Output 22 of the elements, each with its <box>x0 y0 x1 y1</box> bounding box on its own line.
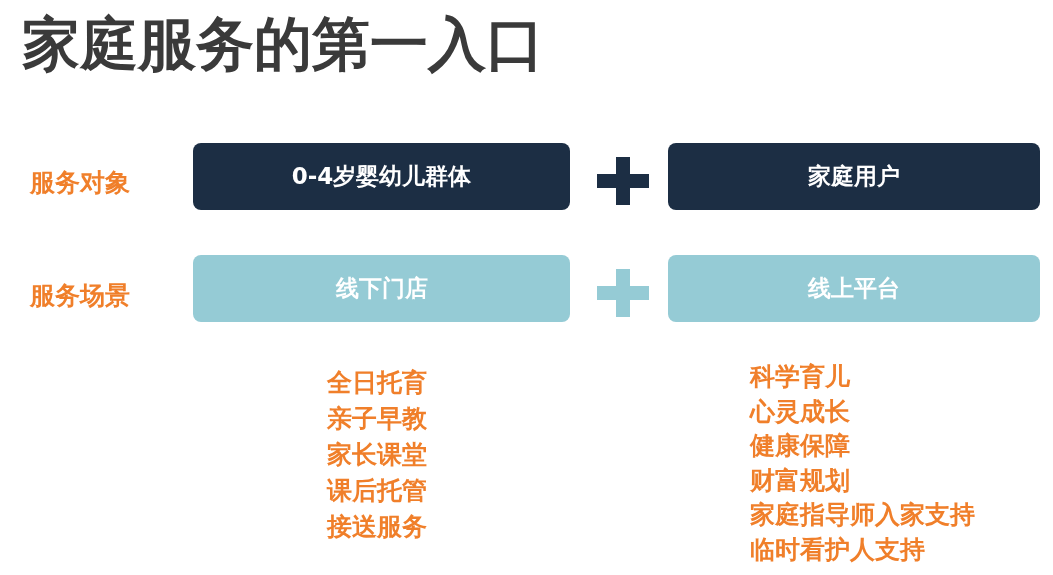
box-label: 线下门店 <box>335 274 428 303</box>
category-box <box>193 255 570 322</box>
list-item: 临时看护人支持 <box>750 533 925 566</box>
list-item: 课后托管 <box>327 475 427 507</box>
list-item: 科学育儿 <box>750 361 850 393</box>
row-heading: 服务场景 <box>30 280 130 312</box>
list-item: 心灵成长 <box>750 395 850 428</box>
row-heading: 服务对象 <box>30 167 130 199</box>
list-item: 财富规划 <box>750 464 850 497</box>
box-label: 线上平台 <box>808 274 900 303</box>
list-item: 接送服务 <box>327 511 427 543</box>
box-label: 家庭用户 <box>808 162 900 191</box>
list-item: 亲子早教 <box>327 403 427 435</box>
category-box <box>193 143 570 210</box>
slide-title: 家庭服务的第一入口 <box>22 9 544 80</box>
box-label: 0-4岁婴幼儿群体 <box>291 162 472 191</box>
list-item: 家长课堂 <box>327 439 427 471</box>
category-box <box>668 143 1040 210</box>
list-item: 全日托育 <box>327 367 427 399</box>
list-item: 家庭指导师入家支持 <box>750 499 975 531</box>
category-box <box>668 255 1040 322</box>
list-item: 健康保障 <box>750 430 850 462</box>
